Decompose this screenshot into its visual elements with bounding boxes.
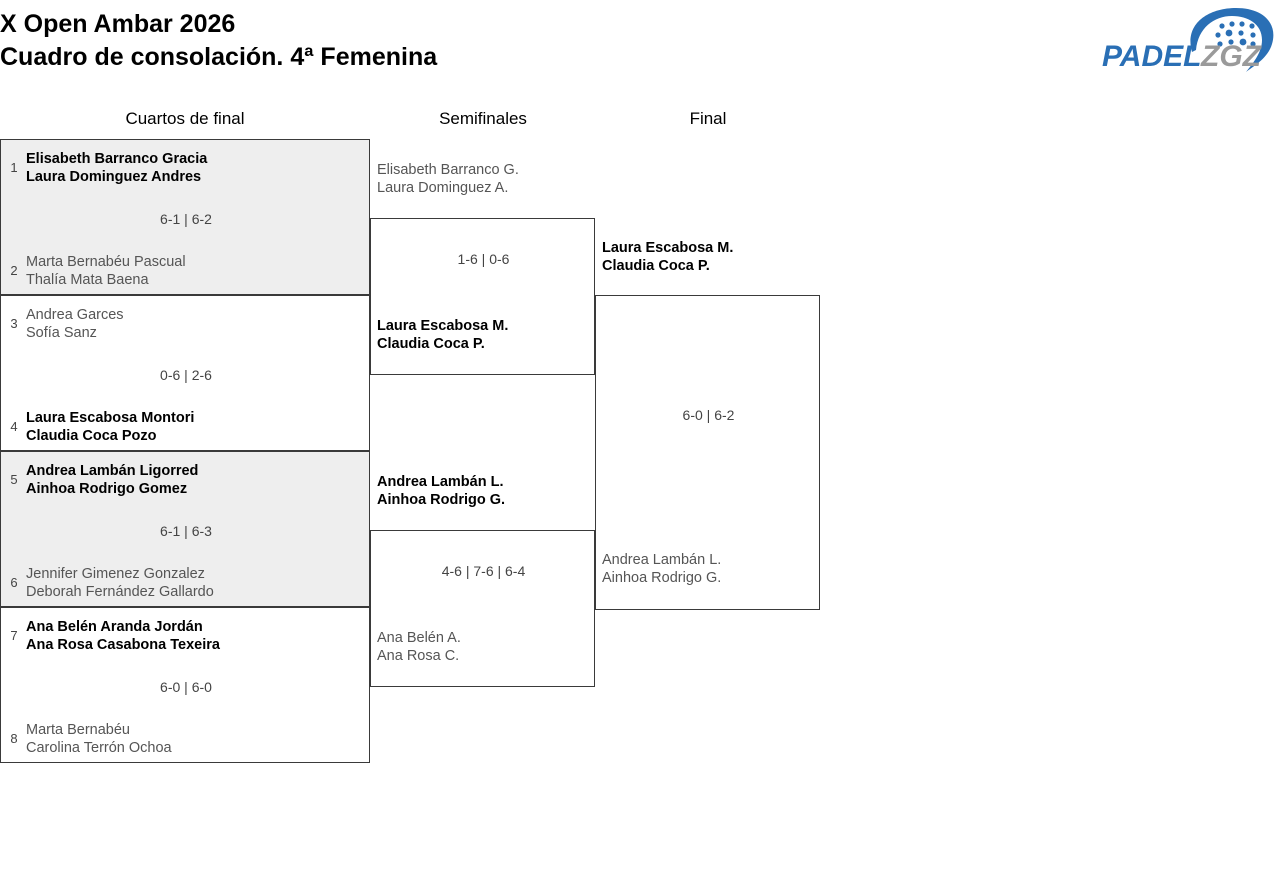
player-name: Andrea Garces [26, 307, 124, 323]
player-name: Ana Belén Aranda Jordán [26, 619, 203, 635]
quarterfinal-match-1[interactable]: 1 Elisabeth Barranco Gracia Laura Doming… [0, 139, 370, 295]
match-score: 4-6 | 7-6 | 6-4 [441, 563, 526, 579]
team-entry: Ana Belén A. Ana Rosa C. [377, 629, 592, 665]
player-name: Carolina Terrón Ochoa [26, 740, 172, 756]
player-name: Laura Escabosa M. [377, 318, 509, 334]
seed-number: 5 [10, 472, 18, 487]
player-name: Deborah Fernández Gallardo [26, 584, 214, 600]
logo-text-padel: PADEL [1102, 40, 1201, 73]
player-name: Ana Rosa C. [377, 648, 460, 664]
seed-number: 2 [10, 263, 18, 278]
player-name: Claudia Coca P. [377, 336, 485, 352]
player-name: Elisabeth Barranco Gracia [26, 151, 208, 167]
player-name: Ainhoa Rodrigo G. [602, 570, 722, 586]
match-score: 1-6 | 0-6 [457, 251, 510, 267]
seed-number: 4 [10, 419, 18, 434]
semifinal-match-2[interactable]: 4-6 | 7-6 | 6-4 [370, 530, 595, 687]
round-header-quarterfinals: Cuartos de final [125, 109, 245, 128]
page-title: X Open Ambar 2026 Cuadro de consolación.… [0, 8, 437, 74]
quarterfinal-match-4[interactable]: 7 Ana Belén Aranda Jordán Ana Rosa Casab… [0, 607, 370, 763]
seed-number: 3 [10, 316, 18, 331]
match-score: 6-0 | 6-2 [682, 407, 735, 423]
player-name: Marta Bernabéu Pascual [26, 254, 186, 270]
tournament-name: X Open Ambar 2026 [0, 10, 236, 38]
player-name: Laura Dominguez Andres [26, 169, 202, 185]
team-entry: Marta Bernabéu Pascual Thalía Mata Baena [26, 253, 356, 289]
player-name: Laura Dominguez A. [377, 180, 509, 196]
team-entry: Andrea Lambán Ligorred Ainhoa Rodrigo Go… [26, 462, 356, 498]
team-entry: Andrea Garces Sofía Sanz [26, 306, 356, 342]
team-entry: Jennifer Gimenez Gonzalez Deborah Fernán… [26, 565, 356, 601]
player-name: Andrea Lambán Ligorred [26, 463, 199, 479]
player-name: Ainhoa Rodrigo G. [377, 492, 506, 508]
player-name: Ana Belén A. [377, 630, 461, 646]
team-entry: Laura Escabosa M. Claudia Coca P. [377, 317, 592, 353]
seed-number: 1 [10, 160, 18, 175]
padelzgz-logo: PADEL ZGZ [1096, 4, 1280, 80]
player-name: Thalía Mata Baena [26, 272, 149, 288]
match-score: 6-1 | 6-3 [160, 523, 212, 539]
semifinal-match-1[interactable]: 1-6 | 0-6 [370, 218, 595, 375]
player-name: Jennifer Gimenez Gonzalez [26, 566, 205, 582]
player-name: Andrea Lambán L. [377, 474, 504, 490]
team-entry: Ana Belén Aranda Jordán Ana Rosa Casabon… [26, 618, 356, 654]
team-entry: Andrea Lambán L. Ainhoa Rodrigo G. [602, 551, 817, 587]
quarterfinals-column: 1 Elisabeth Barranco Gracia Laura Doming… [0, 139, 370, 765]
team-entry: Elisabeth Barranco G. Laura Dominguez A. [377, 161, 592, 197]
player-name: Laura Escabosa M. [602, 240, 734, 256]
player-name: Marta Bernabéu [26, 722, 130, 738]
racket-dots [1215, 21, 1256, 47]
quarterfinal-match-2[interactable]: 3 Andrea Garces Sofía Sanz 0-6 | 2-6 4 L… [0, 295, 370, 451]
logo-text-zgz: ZGZ [1200, 40, 1263, 73]
bracket-subtitle: Cuadro de consolación. 4ª Femenina [0, 43, 438, 71]
team-entry: Elisabeth Barranco Gracia Laura Domingue… [26, 150, 356, 186]
team-entry: Andrea Lambán L. Ainhoa Rodrigo G. [377, 473, 592, 509]
player-name: Laura Escabosa Montori [26, 410, 195, 426]
match-score: 6-1 | 6-2 [160, 211, 212, 227]
match-score: 6-0 | 6-0 [160, 679, 212, 695]
seed-number: 8 [10, 731, 18, 746]
seed-number: 7 [10, 628, 18, 643]
seed-number: 6 [10, 575, 18, 590]
player-name: Sofía Sanz [26, 325, 97, 341]
quarterfinal-match-3[interactable]: 5 Andrea Lambán Ligorred Ainhoa Rodrigo … [0, 451, 370, 607]
player-name: Claudia Coca P. [602, 258, 710, 274]
final-match[interactable]: 6-0 | 6-2 [595, 295, 820, 610]
player-name: Claudia Coca Pozo [26, 428, 157, 444]
team-entry: Laura Escabosa Montori Claudia Coca Pozo [26, 409, 356, 445]
team-entry: Laura Escabosa M. Claudia Coca P. [602, 239, 817, 275]
player-name: Andrea Lambán L. [602, 552, 722, 568]
round-header-final: Final [689, 109, 727, 128]
team-entry: Marta Bernabéu Carolina Terrón Ochoa [26, 721, 356, 757]
player-name: Elisabeth Barranco G. [377, 162, 519, 178]
player-name: Ana Rosa Casabona Texeira [26, 637, 220, 653]
round-header-semifinals: Semifinales [439, 109, 527, 128]
match-score: 0-6 | 2-6 [160, 367, 212, 383]
player-name: Ainhoa Rodrigo Gomez [26, 481, 188, 497]
